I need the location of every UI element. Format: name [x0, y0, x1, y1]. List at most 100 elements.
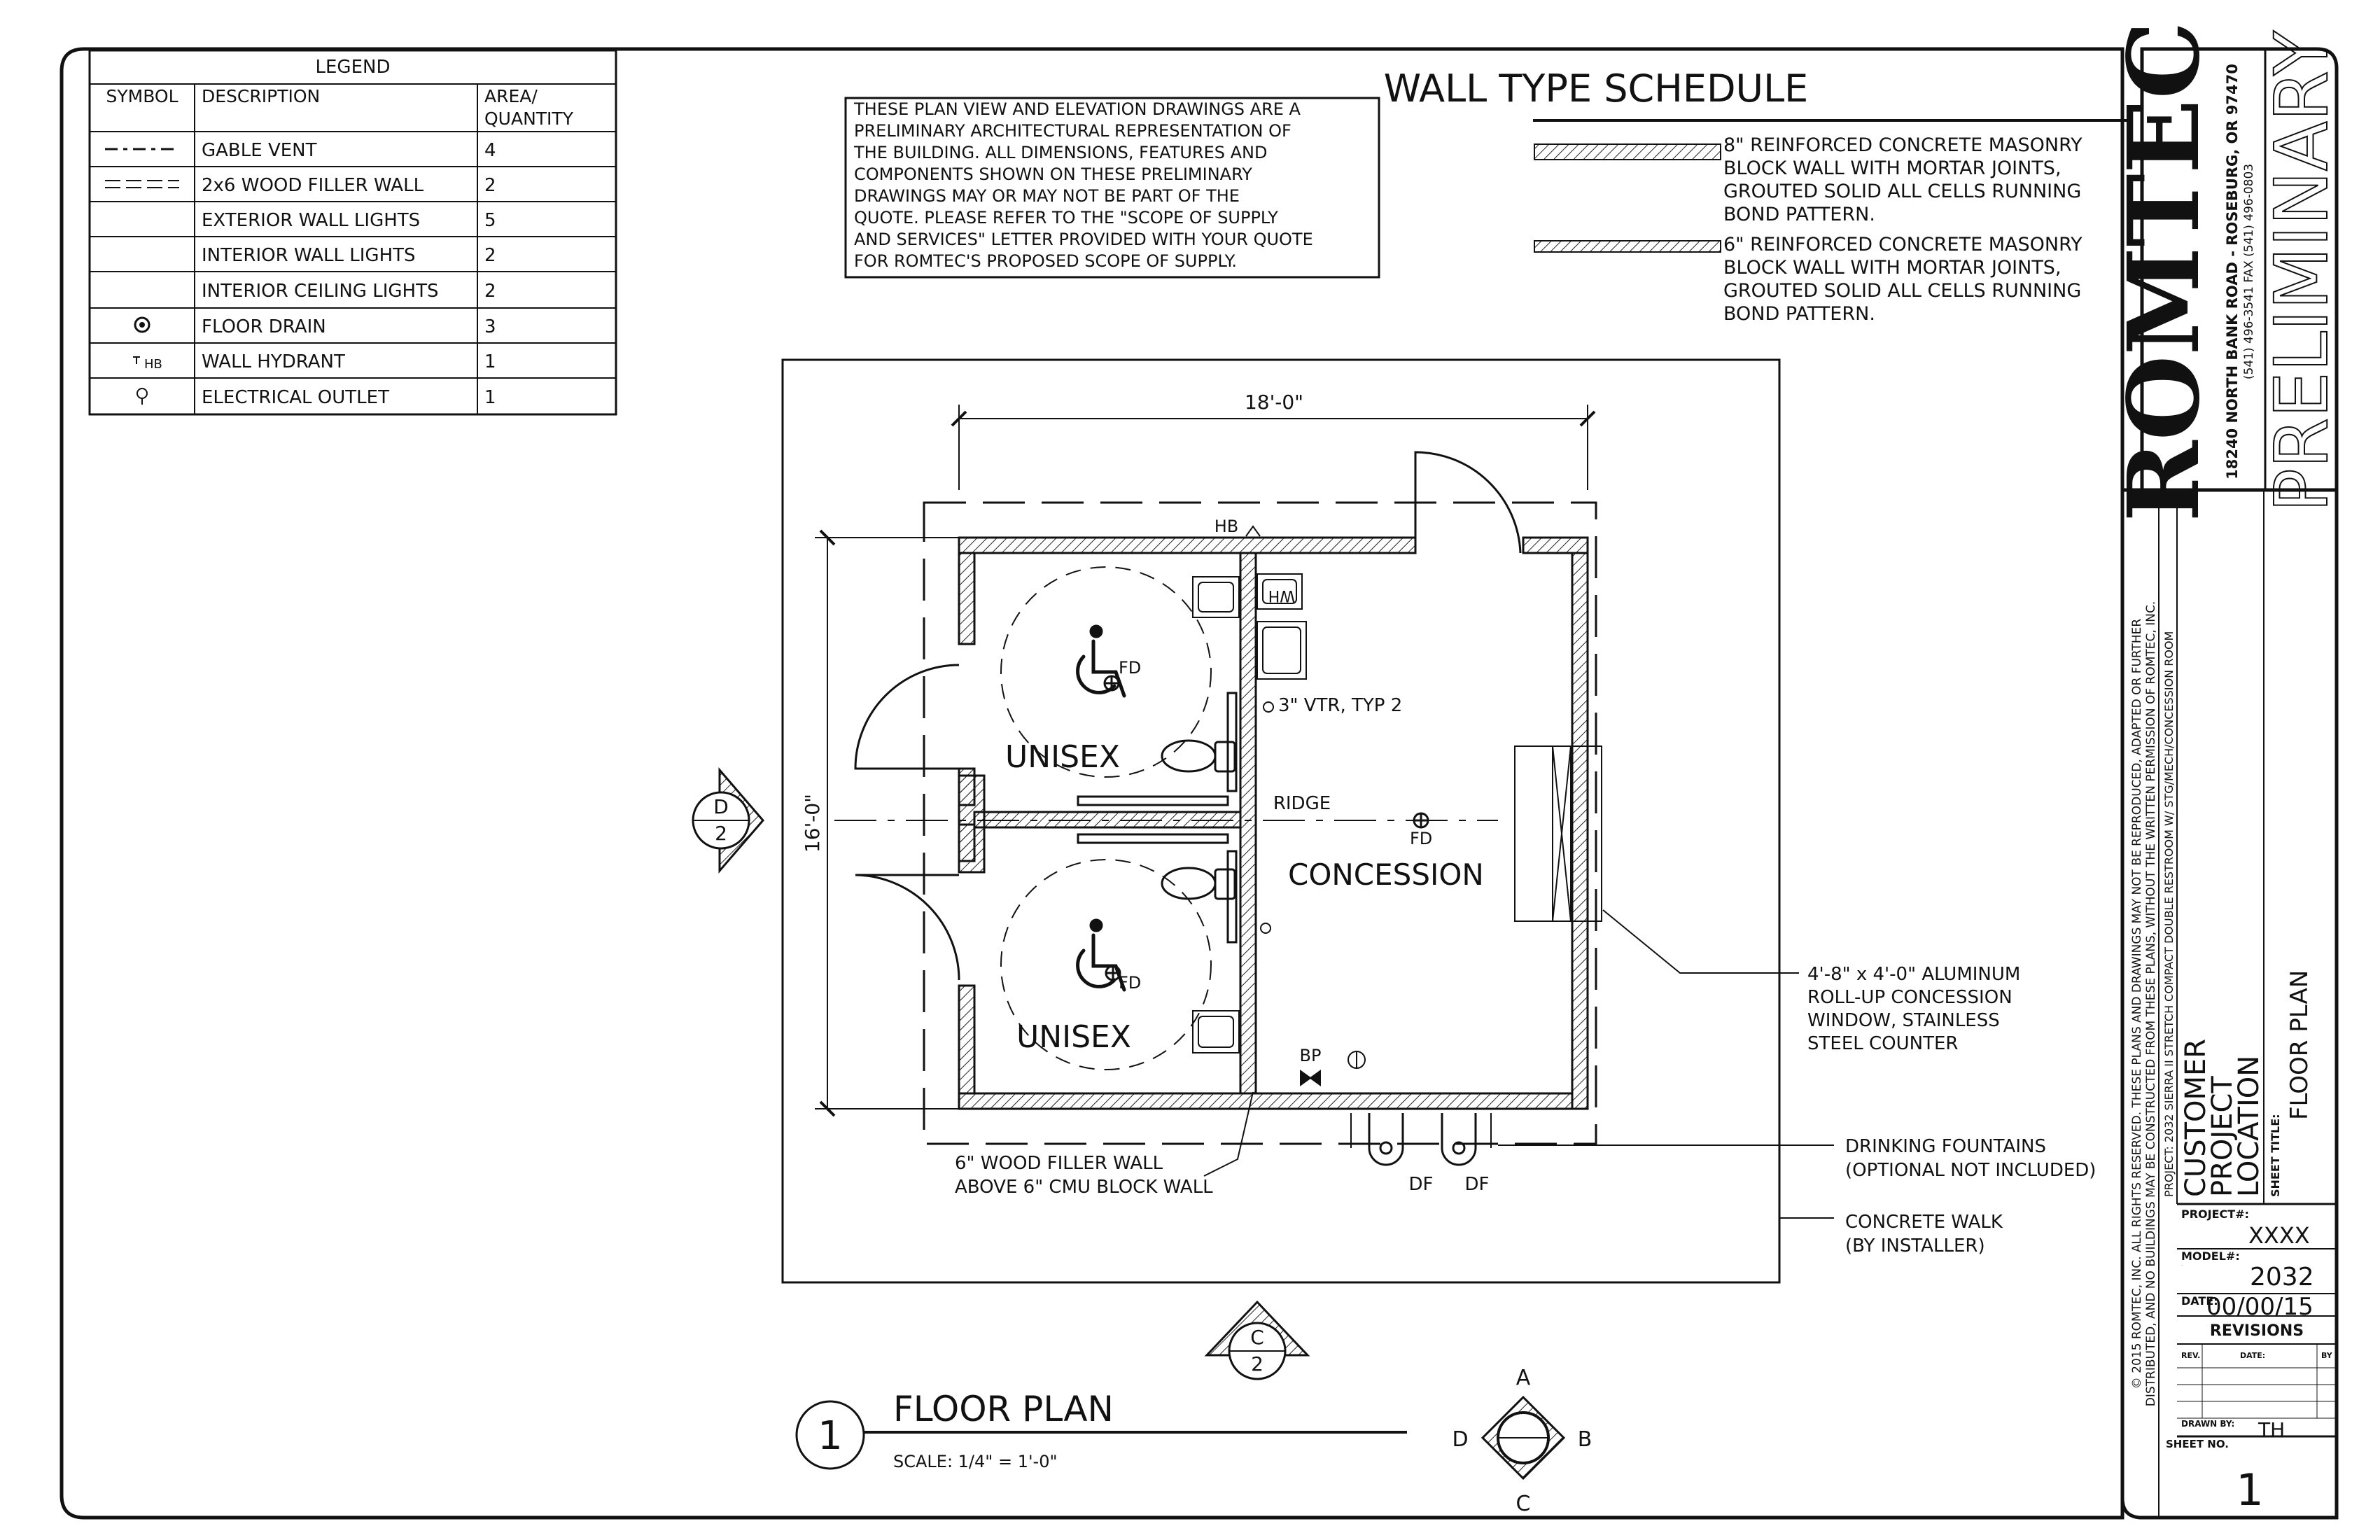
hose-bib-icon [1245, 525, 1261, 537]
svg-text:DRAWN BY:: DRAWN BY: [2181, 1419, 2234, 1429]
electrical-outlet-icon [136, 388, 148, 405]
svg-text:QUOTE. PLEASE REFER TO THE "SC: QUOTE. PLEASE REFER TO THE "SCOPE OF SUP… [854, 208, 1278, 227]
room-label-unisex-1: UNISEX [1005, 739, 1120, 775]
section-marker-c: C 2 [1204, 1300, 1310, 1380]
filler-wall-note: ABOVE 6" CMU BLOCK WALL [955, 1177, 1213, 1198]
floor-plan-labels: 18'-0" 16'-0" HB WH 3" VTR, TYP 2 RIDGE … [801, 391, 2096, 1256]
elevation-key-icon: A B C D [1452, 1366, 1592, 1516]
dimension-depth [815, 529, 965, 1117]
wall-8in-swatch [1534, 144, 1721, 160]
title-block-sidebar: ROMTEC 18240 NORTH BANK ROAD - ROSEBURG,… [2107, 21, 2345, 1520]
drinking-fountain-label: DF [1409, 1174, 1434, 1195]
roof-outline [923, 501, 1597, 1145]
svg-text:8" REINFORCED CONCRETE MASONRY: 8" REINFORCED CONCRETE MASONRY [1723, 134, 2082, 156]
svg-text:FOR ROMTEC'S PROPOSED SCOPE OF: FOR ROMTEC'S PROPOSED SCOPE OF SUPPLY. [854, 251, 1237, 271]
dimension-depth-label: 16'-0" [801, 794, 824, 853]
svg-text:2: 2 [715, 822, 727, 845]
company-phone: (541) 496-3541 FAX (541) 496-0803 [2242, 164, 2256, 379]
room-label-unisex-2: UNISEX [1016, 1019, 1131, 1055]
turning-circle [1000, 566, 1212, 778]
svg-text:BLOCK WALL WITH MORTAR JOINTS,: BLOCK WALL WITH MORTAR JOINTS, [1723, 158, 2062, 179]
sheet-border [59, 47, 2124, 1520]
svg-text:HB: HB [144, 357, 162, 372]
svg-text:BOND PATTERN.: BOND PATTERN. [1723, 303, 1875, 325]
legend-row-description: GABLE VENT [202, 140, 317, 161]
model-number: 2032 [2250, 1263, 2314, 1292]
svg-text:A: A [1516, 1366, 1531, 1390]
leader-lines [1203, 909, 1834, 1219]
sheet-title: FLOOR PLAN [2286, 970, 2314, 1120]
walk-note: CONCRETE WALK [1845, 1212, 2003, 1233]
floor-plan [781, 358, 1834, 1284]
company-logo: ROMTEC [2107, 21, 2222, 522]
legend-row-quantity: 2 [484, 245, 496, 266]
concrete-walk [781, 358, 1781, 1284]
svg-text:MODEL#:: MODEL#: [2181, 1250, 2240, 1263]
legend-row-quantity: 5 [484, 210, 496, 231]
grab-bars [1077, 692, 1238, 944]
drawing-date: 00/00/15 [2206, 1293, 2314, 1321]
exterior-walls [958, 536, 1589, 1110]
legend-table: LEGEND SYMBOL DESCRIPTION AREA/ QUANTITY… [88, 49, 617, 416]
svg-text:D: D [713, 795, 729, 818]
svg-text:BY: BY [2321, 1351, 2333, 1360]
legend-header-area: AREA/ [484, 86, 538, 106]
lavatory-fixtures [1192, 573, 1307, 1054]
wall-schedule-title: WALL TYPE SCHEDULE [1384, 66, 1809, 111]
drawing-number-bubble [795, 1400, 865, 1470]
wall-hydrant-label: WH [1268, 587, 1295, 604]
svg-text:C: C [1250, 1326, 1264, 1349]
revisions-header: REVISIONS [2210, 1322, 2304, 1340]
legend-row-quantity: 2 [484, 175, 496, 196]
filler-wall-note: 6" WOOD FILLER WALL [955, 1153, 1163, 1174]
svg-text:THESE PLAN VIEW AND ELEVATION: THESE PLAN VIEW AND ELEVATION DRAWINGS A… [853, 99, 1301, 119]
wood-filler-wall-icon [105, 180, 179, 188]
project-name: PROJECT [2206, 1076, 2239, 1197]
dimension-width [951, 405, 1596, 490]
legend-header-quantity: QUANTITY [484, 108, 574, 129]
vent-pipe-icon [1263, 701, 1274, 713]
room-label-concession: CONCESSION [1288, 858, 1484, 892]
svg-text:SHEET NO.: SHEET NO. [2166, 1438, 2229, 1450]
svg-text:2: 2 [1251, 1352, 1264, 1376]
ridge-label: RIDGE [1273, 793, 1331, 814]
fountain-note: (OPTIONAL NOT INCLUDED) [1845, 1160, 2096, 1181]
svg-text:REV.: REV. [2181, 1351, 2200, 1360]
drawing-number: 1 [818, 1413, 843, 1459]
floor-drain-label: FD [1119, 658, 1141, 678]
turning-circle [1000, 859, 1212, 1070]
disclaimer-note: THESE PLAN VIEW AND ELEVATION DRAWINGS A… [844, 97, 1380, 279]
legend-row-description: EXTERIOR WALL LIGHTS [202, 210, 420, 231]
unisex-door-1 [854, 664, 960, 770]
svg-text:DRAWINGS MAY OR MAY NOT BE PAR: DRAWINGS MAY OR MAY NOT BE PART OF THE [854, 186, 1240, 206]
svg-text:PRELIMINARY ARCHITECTURAL REPR: PRELIMINARY ARCHITECTURAL REPRESENTATION… [854, 121, 1292, 141]
legend-row-quantity: 4 [484, 140, 496, 161]
legend-header-symbol: SYMBOL [106, 86, 178, 106]
backflow-label: BP [1300, 1046, 1322, 1065]
copyright-line-1: © 2015 ROMTEC, INC. ALL RIGHTS RESERVED.… [2130, 619, 2144, 1390]
legend-row-description: INTERIOR WALL LIGHTS [202, 245, 416, 266]
toilet-fixture [1161, 739, 1236, 900]
floor-drain-icon [134, 316, 150, 333]
legend-row-description: INTERIOR CEILING LIGHTS [202, 281, 438, 302]
window-note: STEEL COUNTER [1807, 1033, 1958, 1054]
project-description: PROJECT: 2032 SIERRA II STRETCH COMPACT … [2162, 631, 2176, 1197]
company-address: 18240 NORTH BANK ROAD - ROSEBURG, OR 974… [2224, 64, 2241, 479]
legend-row-quantity: 1 [484, 351, 496, 372]
concession-door [1414, 451, 1522, 554]
svg-text:COMPONENTS SHOWN ON THESE PREL: COMPONENTS SHOWN ON THESE PRELIMINARY [854, 164, 1252, 184]
floor-drain-icon [1103, 675, 1429, 981]
legend-row-description: ELECTRICAL OUTLET [202, 387, 389, 408]
svg-text:D: D [1452, 1427, 1468, 1452]
dimension-width-label: 18'-0" [1245, 391, 1303, 414]
wall-hydrant-icon: HB [133, 356, 162, 372]
svg-text:6" REINFORCED CONCRETE MASONRY: 6" REINFORCED CONCRETE MASONRY [1723, 234, 2082, 255]
drinking-fountain-label: DF [1465, 1174, 1490, 1195]
svg-text:PROJECT#:: PROJECT#: [2181, 1208, 2249, 1221]
drawing-title-block: 1 FLOOR PLAN SCALE: 1/4" = 1'-0" [795, 1389, 1407, 1471]
svg-text:GROUTED SOLID ALL CELLS RUNNIN: GROUTED SOLID ALL CELLS RUNNING [1723, 280, 2081, 302]
walk-note: (BY INSTALLER) [1845, 1236, 1985, 1256]
legend-title: LEGEND [316, 57, 391, 78]
svg-text:BOND PATTERN.: BOND PATTERN. [1723, 204, 1875, 225]
legend-row-quantity: 3 [484, 316, 496, 337]
